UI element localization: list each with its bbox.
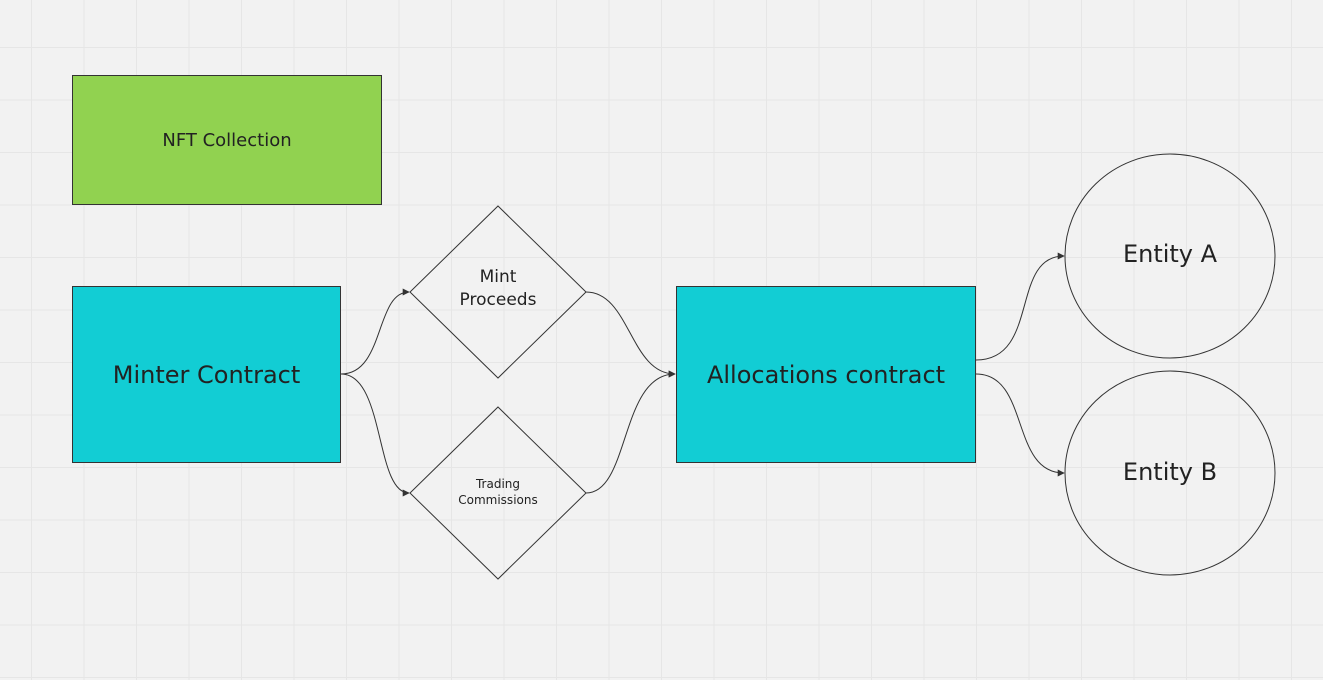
minter-contract-box[interactable]: Minter Contract: [72, 286, 341, 463]
entity-b-circle[interactable]: [1064, 370, 1276, 576]
edge-trading-commissions-to-allocations: [585, 370, 676, 494]
entity-b-label: Entity B: [1122, 458, 1218, 486]
trading-commissions-diamond[interactable]: [409, 406, 587, 580]
minter-contract-label: Minter Contract: [112, 360, 301, 389]
mint-proceeds-diamond[interactable]: [409, 205, 587, 379]
mint-proceeds-label: Mint Proceeds: [459, 267, 537, 310]
trading-commissions-label: Trading Commissions: [458, 477, 538, 508]
entity-a-label: Entity A: [1122, 240, 1218, 268]
edge-minter-to-mint-proceeds: [340, 288, 410, 375]
edge-allocations-to-entity-b: [975, 373, 1065, 477]
allocations-contract-box[interactable]: Allocations contract: [676, 286, 976, 463]
edge-allocations-to-entity-a: [975, 252, 1065, 361]
nft-collection-label: NFT Collection: [162, 129, 292, 151]
allocations-contract-label: Allocations contract: [706, 360, 946, 389]
nft-collection-box[interactable]: NFT Collection: [72, 75, 382, 205]
edge-mint-proceeds-to-allocations: [585, 291, 676, 378]
entity-a-circle[interactable]: [1064, 153, 1276, 359]
edge-minter-to-trading-commissions: [340, 373, 410, 497]
